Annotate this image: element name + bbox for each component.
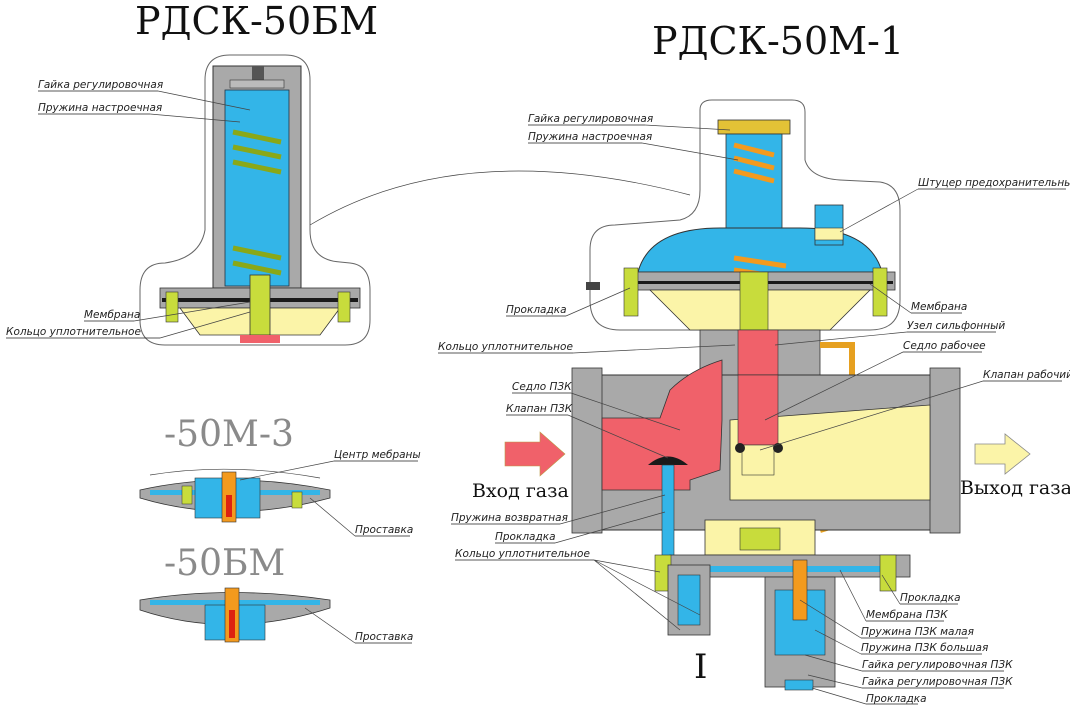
title-left: РДСК-50БМ bbox=[135, 0, 378, 43]
label-right-nut: Гайка регулировочная bbox=[528, 113, 653, 125]
inlet-arrow bbox=[504, 431, 566, 477]
label-right-spring-pzk-big: Пружина ПЗК большая bbox=[861, 642, 988, 654]
label-right-membrane-pzk: Мембрана ПЗК bbox=[866, 609, 948, 621]
right-regulator bbox=[571, 99, 961, 691]
label-right-rings2: Кольцо уплотнительное bbox=[455, 548, 590, 560]
label-m3-spacer: Проставка bbox=[355, 524, 413, 536]
label-right-gasket2: Прокладка bbox=[495, 531, 556, 543]
inlet-label: Вход газа bbox=[472, 480, 569, 502]
right-spring-top bbox=[733, 142, 775, 184]
label-m3-center: Центр мебраны bbox=[334, 449, 421, 461]
left-labels: Гайка регулировочная Пружина настроечная… bbox=[6, 79, 251, 339]
label-right-seat-pzk: Седло ПЗК bbox=[512, 381, 572, 393]
right-gas-chamber bbox=[637, 227, 883, 273]
left-regulator bbox=[139, 54, 371, 346]
title-m3: -50М-3 bbox=[164, 414, 294, 455]
label-right-bellows: Узел сильфонный bbox=[907, 320, 1005, 332]
title-right: РДСК-50М-1 bbox=[652, 19, 904, 63]
left-nut bbox=[252, 66, 264, 80]
outlet-label: Выход газа bbox=[960, 477, 1070, 499]
title-bm: -50БМ bbox=[164, 543, 285, 584]
label-right-valve-pzk: Клапан ПЗК bbox=[506, 403, 573, 415]
label-left-nut: Гайка регулировочная bbox=[38, 79, 163, 91]
inlet-zone bbox=[601, 359, 723, 491]
label-right-fitting: Штуцер предохранительный bbox=[918, 177, 1070, 189]
label-right-nut-pzk2: Гайка регулировочная ПЗК bbox=[862, 676, 1013, 688]
section-mark: I bbox=[694, 647, 707, 687]
right-bellows bbox=[737, 329, 779, 376]
right-nut bbox=[717, 119, 791, 135]
label-right-valve-work: Клапан рабочий bbox=[983, 369, 1070, 381]
label-right-spring-pzk-small: Пружина ПЗК малая bbox=[861, 626, 974, 638]
label-right-nut-pzk1: Гайка регулировочная ПЗК bbox=[862, 659, 1013, 671]
pzk-valve bbox=[648, 456, 688, 465]
label-right-membrane: Мембрана bbox=[911, 301, 967, 313]
label-bm-spacer: Проставка bbox=[355, 631, 413, 643]
label-right-return-spring: Пружина возвратная bbox=[451, 512, 568, 524]
bm-detail: Проставка bbox=[139, 587, 413, 644]
label-left-rings: Кольцо уплотнительное bbox=[6, 326, 141, 338]
left-outline bbox=[139, 54, 371, 346]
m3-detail: Центр мебраны Проставка bbox=[139, 449, 421, 537]
label-right-seat-work: Седло рабочее bbox=[903, 340, 986, 352]
label-left-membrane: Мембрана bbox=[84, 309, 140, 321]
flow-arrows: Вход газа Выход газа bbox=[472, 431, 1070, 502]
right-labels: Гайка регулировочная Пружина настроечная… bbox=[438, 113, 1070, 705]
label-right-spring: Пружина настроечная bbox=[528, 131, 652, 143]
label-left-spring: Пружина настроечная bbox=[38, 102, 162, 114]
label-right-gasket: Прокладка bbox=[506, 304, 567, 316]
label-right-gasket3: Прокладка bbox=[900, 592, 961, 604]
left-spring bbox=[232, 129, 282, 276]
outlet-arrow bbox=[974, 433, 1031, 475]
label-right-gasket4: Прокладка bbox=[866, 693, 927, 705]
label-right-rings: Кольцо уплотнительное bbox=[438, 341, 573, 353]
outlet-zone bbox=[729, 404, 931, 501]
